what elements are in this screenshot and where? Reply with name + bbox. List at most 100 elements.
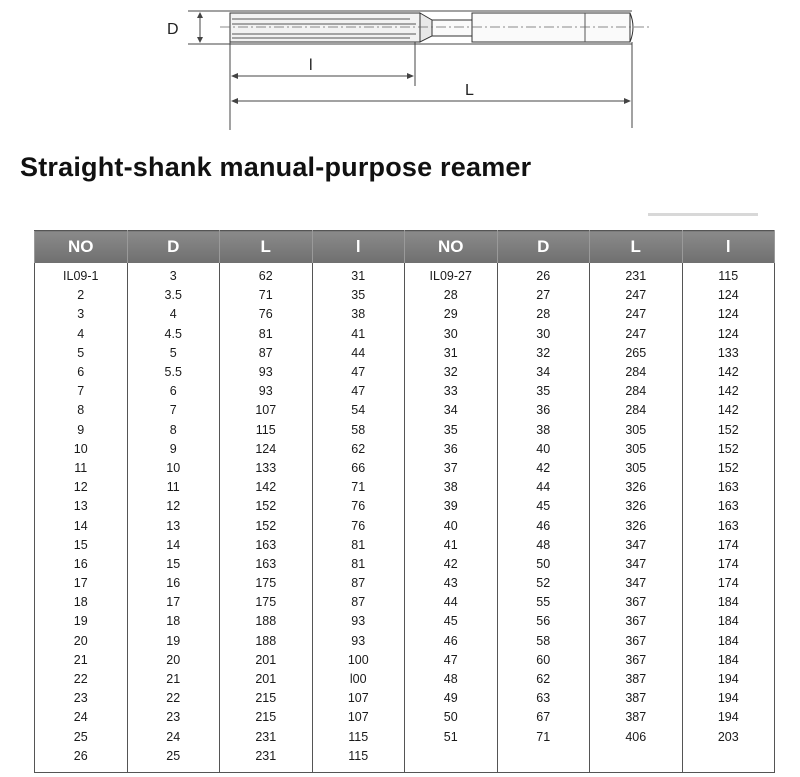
table-cell: 3 — [126, 263, 220, 287]
table-cell: 35 — [404, 420, 498, 440]
table-cell: 100 — [311, 650, 405, 670]
table-cell: 31 — [404, 343, 498, 363]
table-cell: 203 — [681, 727, 775, 747]
table-cell: 55 — [496, 593, 590, 613]
table-header-row: NO D L l NO D L l — [34, 230, 775, 263]
table-cell: 41 — [311, 324, 405, 344]
table-cell: 152 — [681, 420, 775, 440]
table-cell: 48 — [404, 669, 498, 690]
table-cell: 326 — [589, 478, 683, 498]
table-cell: 13 — [34, 497, 128, 517]
header-l-big-right: L — [589, 230, 683, 263]
table-cell: 163 — [219, 535, 313, 555]
table-cell: 25 — [126, 746, 220, 773]
table-cell: 2 — [34, 286, 128, 306]
table-cell: 38 — [496, 420, 590, 440]
table-cell: 32 — [404, 362, 498, 383]
table-cell: 25 — [34, 727, 128, 747]
table-cell: 50 — [404, 708, 498, 728]
table-cell: 30 — [404, 324, 498, 344]
table-cell: 347 — [589, 574, 683, 594]
table-cell: 15 — [34, 535, 128, 555]
table-cell: 13 — [126, 516, 220, 536]
table-cell: 7 — [126, 401, 220, 421]
table-cell — [496, 746, 590, 773]
table-cell: 45 — [404, 612, 498, 632]
table-cell: 387 — [589, 708, 683, 728]
table-cell: 194 — [681, 669, 775, 690]
table-cell: 36 — [496, 401, 590, 421]
table-cell: 40 — [404, 516, 498, 536]
table-cell: 7 — [34, 382, 128, 402]
table-cell: 5.5 — [126, 362, 220, 383]
table-cell: 44 — [496, 478, 590, 498]
table-cell: 4 — [126, 305, 220, 325]
table-cell: 6 — [34, 362, 128, 383]
table-cell: 163 — [681, 497, 775, 517]
table-cell: 58 — [311, 420, 405, 440]
header-no-left: NO — [34, 230, 128, 263]
table-cell: 46 — [496, 516, 590, 536]
table-cell: 49 — [404, 689, 498, 709]
divider — [648, 213, 758, 216]
table-cell: 66 — [311, 458, 405, 479]
table-cell: 367 — [589, 593, 683, 613]
header-l-small-left: l — [311, 230, 405, 263]
table-cell: 11 — [126, 478, 220, 498]
table-cell: 87 — [311, 593, 405, 613]
table-cell: 60 — [496, 650, 590, 670]
table-cell: 188 — [219, 631, 313, 651]
table-cell: 174 — [681, 574, 775, 594]
table-cell: 22 — [34, 669, 128, 690]
table-cell — [589, 746, 683, 773]
table-cell: 9 — [34, 420, 128, 440]
table-cell: 35 — [311, 286, 405, 306]
table-cell: 17 — [126, 593, 220, 613]
table-cell: 44 — [311, 343, 405, 363]
table-cell: 47 — [311, 382, 405, 402]
table-cell: IL09-27 — [404, 263, 498, 287]
table-cell: 174 — [681, 535, 775, 555]
header-d-right: D — [496, 230, 590, 263]
table-cell: 152 — [681, 439, 775, 459]
table-cell: 30 — [496, 324, 590, 344]
table-cell: 10 — [34, 439, 128, 459]
table-cell: 93 — [311, 631, 405, 651]
table-cell: 347 — [589, 535, 683, 555]
table-cell: 18 — [34, 593, 128, 613]
table-cell: 284 — [589, 382, 683, 402]
table-cell: 326 — [589, 516, 683, 536]
table-cell: 142 — [681, 401, 775, 421]
table-cell: 87 — [219, 343, 313, 363]
table-cell: 22 — [126, 689, 220, 709]
table-cell: 47 — [311, 362, 405, 383]
table-cell: 29 — [404, 305, 498, 325]
table-cell: 26 — [34, 746, 128, 773]
table-cell: 56 — [496, 612, 590, 632]
table-cell: 71 — [496, 727, 590, 747]
table-cell: 46 — [404, 631, 498, 651]
table-cell: 93 — [219, 362, 313, 383]
table-cell: 215 — [219, 689, 313, 709]
table-cell: 24 — [34, 708, 128, 728]
table-cell: 133 — [219, 458, 313, 479]
table-cell: 42 — [496, 458, 590, 479]
table-cell: 284 — [589, 401, 683, 421]
table-cell: 152 — [219, 516, 313, 536]
table-cell: 18 — [126, 612, 220, 632]
table-cell: 231 — [219, 727, 313, 747]
table-cell: 21 — [34, 650, 128, 670]
table-cell: 62 — [219, 263, 313, 287]
table-cell: 115 — [681, 263, 775, 287]
